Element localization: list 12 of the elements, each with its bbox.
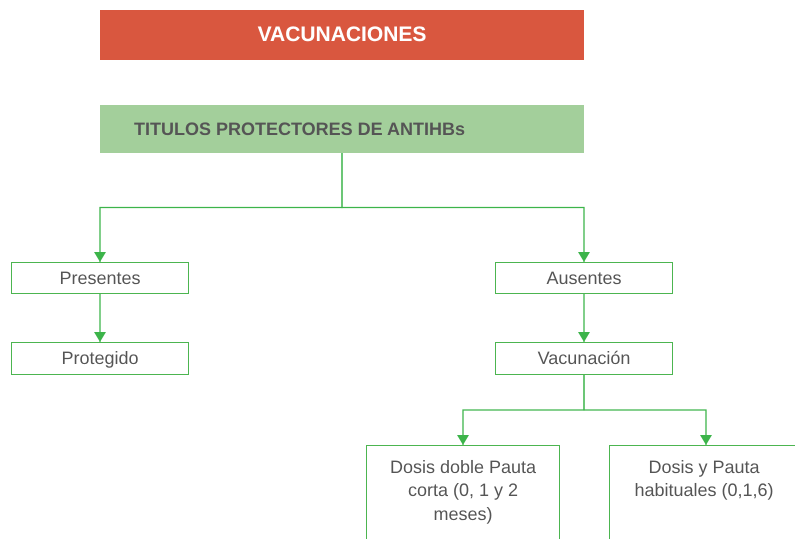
arrow: [94, 294, 106, 342]
arrow: [578, 294, 590, 342]
process-box: Protegido: [11, 342, 189, 375]
process-box: Vacunación: [495, 342, 673, 375]
process-box: Ausentes: [495, 262, 673, 294]
arrow: [583, 375, 712, 445]
process-box: Dosis doble Pauta corta (0, 1 y 2 meses): [366, 445, 560, 539]
title-banner: VACUNACIONES: [100, 10, 584, 60]
process-box: Dosis y Pauta habituales (0,1,6): [609, 445, 795, 539]
arrow: [341, 153, 590, 262]
header-box: TITULOS PROTECTORES DE ANTIHBs: [100, 105, 584, 153]
process-box: Presentes: [11, 262, 189, 294]
